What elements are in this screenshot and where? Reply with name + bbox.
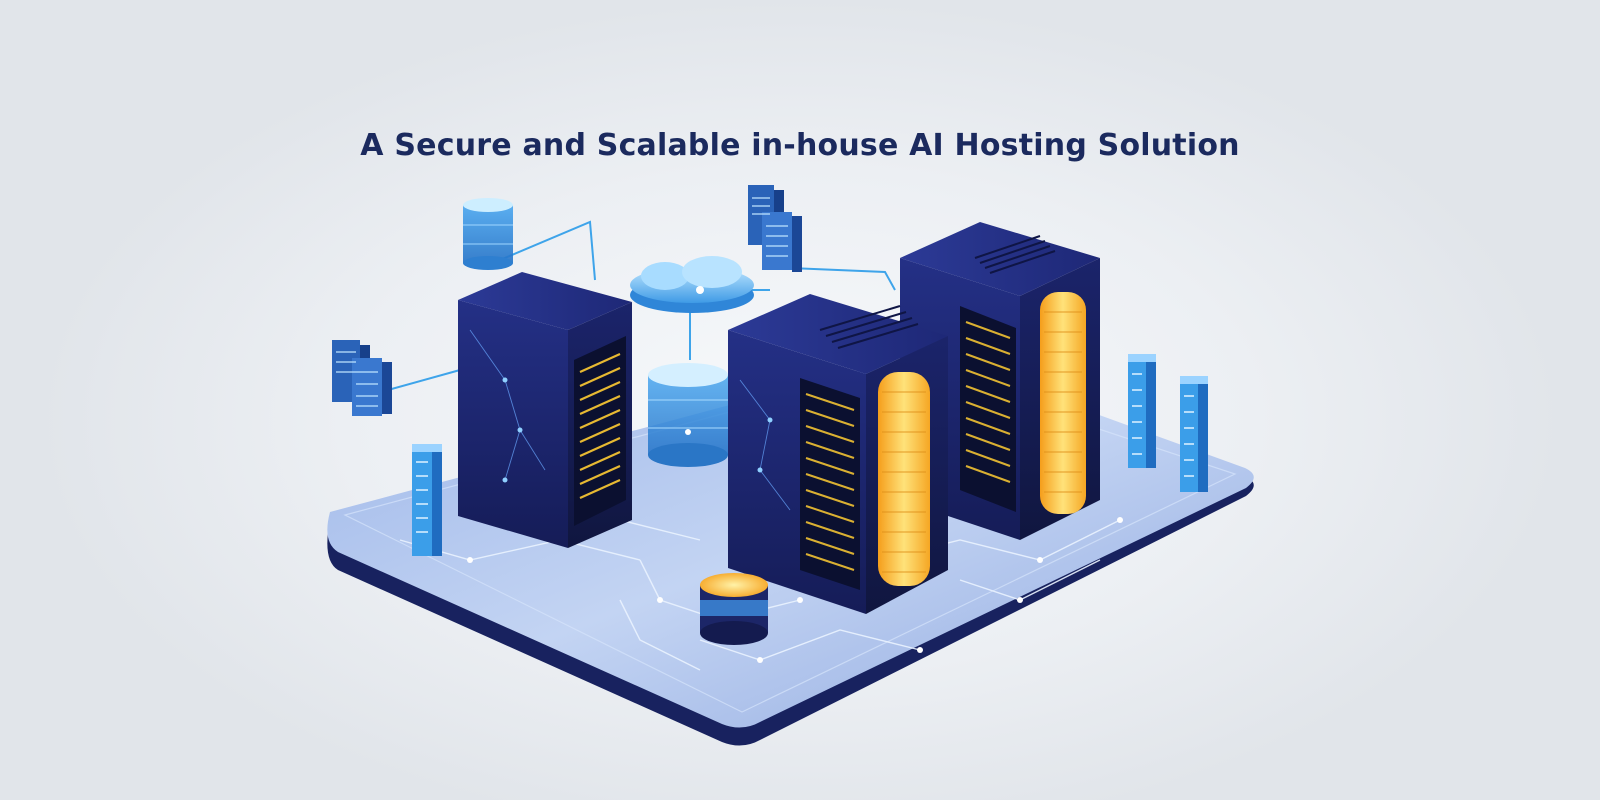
storage-drive-icon: [700, 573, 768, 645]
server-rack-icon: [458, 272, 632, 548]
server-stack-icon: [748, 185, 802, 272]
server-rack-icon: [900, 222, 1100, 540]
server-rack-icon: [728, 294, 948, 614]
database-icon: [463, 198, 513, 270]
server-tower-icon: [1128, 354, 1156, 468]
cloud-icon: [630, 256, 754, 313]
server-tower-icon: [412, 444, 442, 556]
storage-cylinder-icon: [648, 363, 728, 467]
server-tower-icon: [1180, 376, 1208, 492]
server-stack-icon: [332, 340, 392, 416]
page-title: A Secure and Scalable in-house AI Hostin…: [360, 128, 1240, 163]
